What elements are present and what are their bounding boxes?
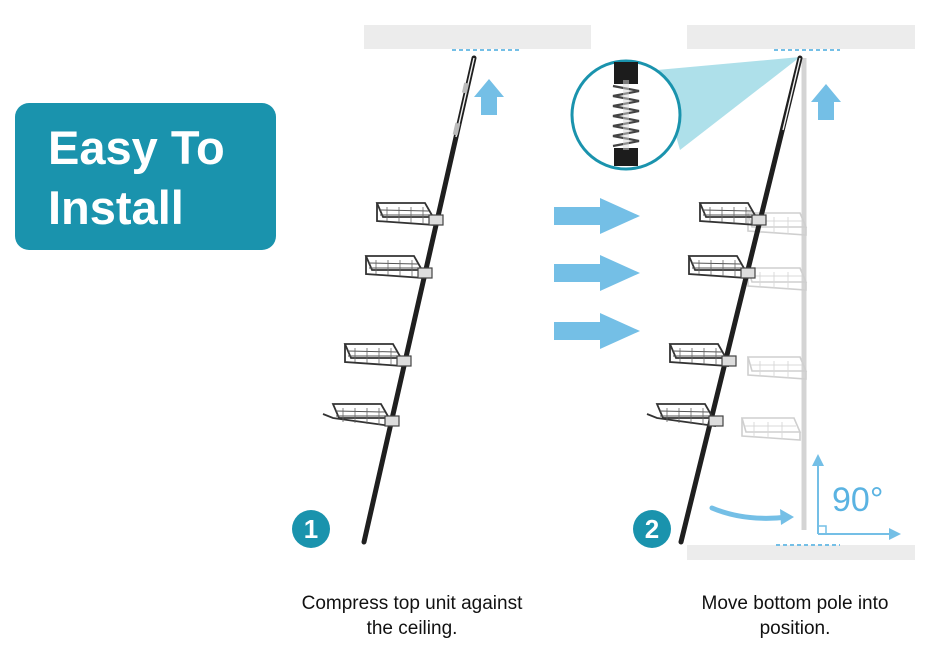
basket-2b — [688, 255, 756, 279]
right-arrow-2 — [554, 255, 640, 291]
pole-2 — [678, 55, 803, 545]
right-arrow-3 — [554, 313, 640, 349]
ghost-basket-d — [741, 417, 801, 441]
right-arrow-1 — [554, 198, 640, 234]
step-2-caption-line-2: position. — [759, 618, 831, 639]
up-arrow-2 — [811, 84, 841, 120]
badge-line-1: Easy To — [48, 121, 225, 174]
ceiling-slab-1 — [364, 25, 591, 49]
basket-1b — [365, 255, 433, 279]
ghost-basket-b — [747, 267, 807, 291]
up-arrow-1 — [474, 79, 504, 115]
floor-slab-2 — [687, 545, 915, 560]
swing-arrow — [709, 505, 791, 521]
right-angle-indicator — [812, 454, 901, 540]
basket-1d — [322, 403, 400, 427]
step-2-illustration — [570, 25, 915, 560]
badge-line-2: Install — [48, 181, 184, 234]
step-1-illustration — [322, 25, 591, 545]
step-1-number: 1 — [292, 510, 330, 548]
step-1-caption-line-1: Compress top unit against — [301, 593, 523, 614]
basket-1a — [376, 202, 444, 226]
ceiling-slab-2 — [687, 25, 915, 49]
step-2-caption-line-1: Move bottom pole into — [701, 593, 889, 614]
step-2-caption: Move bottom pole into position. — [664, 591, 926, 641]
step-1-caption: Compress top unit against the ceiling. — [262, 591, 562, 641]
step-2-number: 2 — [633, 510, 671, 548]
ghost-basket-c — [747, 356, 807, 380]
angle-label: 90° — [832, 481, 884, 519]
spring-magnifier — [570, 59, 682, 171]
easy-to-install-badge: Easy To Install — [15, 103, 276, 250]
magnifier-cone — [657, 57, 800, 150]
pole-1 — [361, 55, 477, 545]
step-1-caption-line-2: the ceiling. — [366, 618, 458, 639]
basket-2a — [699, 202, 767, 226]
basket-1c — [344, 343, 412, 367]
